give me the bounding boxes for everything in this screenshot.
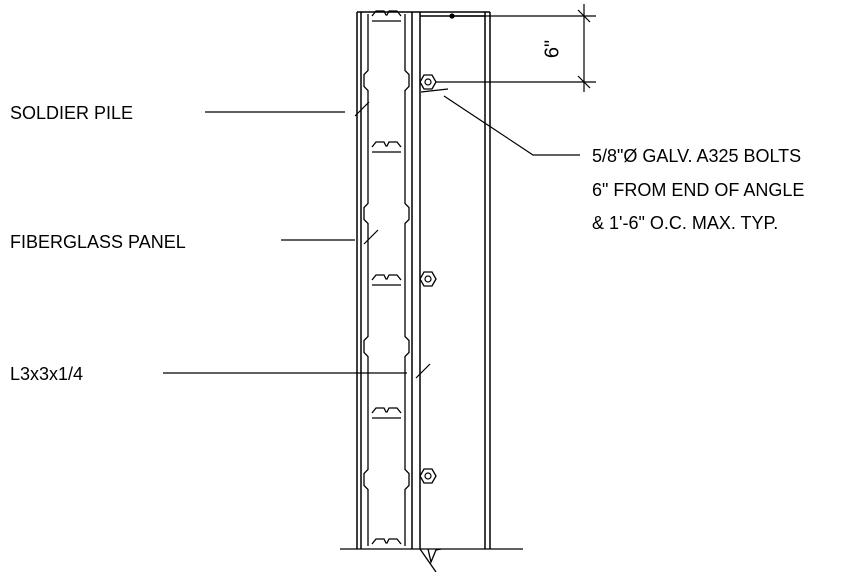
soldier-pile-flanges: [356, 12, 491, 549]
dimension-text: 6": [541, 40, 563, 58]
dimension-6in: [436, 4, 596, 92]
label-bolts-line3: & 1'-6" O.C. MAX. TYP.: [592, 213, 778, 233]
angle-member: [357, 11, 490, 549]
ground-break-line: [340, 548, 523, 572]
leader-lines: [163, 88, 580, 379]
bolt-bottom: [419, 468, 437, 484]
label-angle: L3x3x1/4: [10, 364, 83, 384]
label-fiberglass-panel: FIBERGLASS PANEL: [10, 232, 186, 252]
label-soldier-pile: SOLDIER PILE: [10, 103, 133, 123]
fiberglass-panels: [363, 10, 410, 546]
label-bolts-line2: 6" FROM END OF ANGLE: [592, 180, 804, 200]
panel-profile: [363, 10, 410, 546]
bolt-middle: [419, 271, 437, 287]
bolt-top: [419, 74, 437, 90]
label-bolts-line1: 5/8"Ø GALV. A325 BOLTS: [592, 146, 801, 166]
